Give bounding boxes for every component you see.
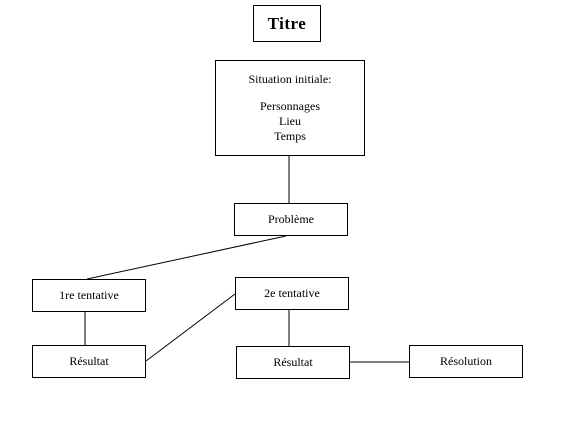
situation-heading: Situation initiale:: [248, 72, 332, 86]
connector-resultat1-tentative2: [145, 293, 236, 362]
situation-item-lieu: Lieu: [279, 114, 301, 128]
resolution-box: Résolution: [409, 345, 523, 378]
tentative1-box: 1re tentative: [32, 279, 146, 312]
resultat1-label: Résultat: [69, 354, 109, 368]
tentative2-box: 2e tentative: [235, 277, 349, 310]
situation-item-personnages: Personnages: [260, 99, 320, 113]
situation-initiale-box: Situation initiale: Personnages Lieu Tem…: [215, 60, 365, 156]
connector-probleme-tentative1: [86, 235, 287, 280]
tentative1-label: 1re tentative: [59, 288, 119, 302]
resultat1-box: Résultat: [32, 345, 146, 378]
diagram-title: Titre: [267, 14, 307, 33]
resultat2-label: Résultat: [273, 355, 313, 369]
tentative2-label: 2e tentative: [264, 286, 320, 300]
resolution-label: Résolution: [439, 354, 492, 368]
situation-item-temps: Temps: [274, 129, 306, 143]
probleme-box: Problème: [234, 203, 348, 236]
title-box: Titre: [253, 5, 321, 42]
probleme-label: Problème: [268, 212, 314, 226]
resultat2-box: Résultat: [236, 346, 350, 379]
